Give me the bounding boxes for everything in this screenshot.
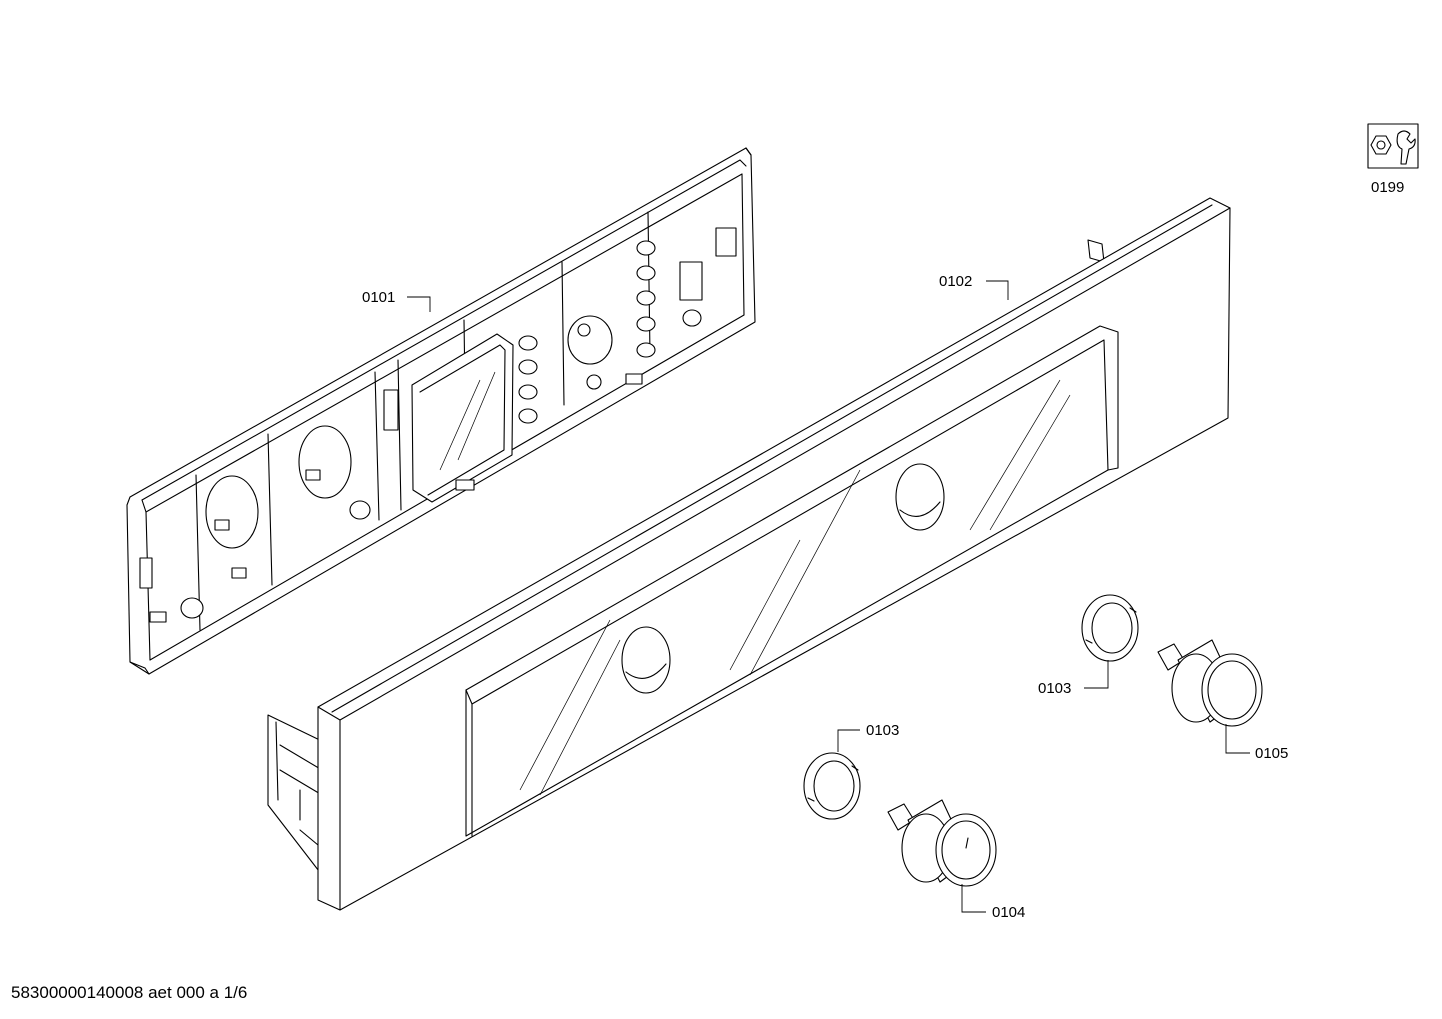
label-ring-lower: 0103 [866, 722, 899, 739]
label-knob-lower: 0104 [992, 904, 1025, 921]
drawing-code: 58300000140008 aet 000 a 1/6 [11, 983, 247, 1002]
trim-ring-lower-part [803, 752, 861, 820]
label-tool: 0199 [1371, 179, 1404, 196]
control-knob-lower-part [887, 799, 997, 887]
label-panel: 0102 [939, 273, 972, 290]
button-stub-group [518, 240, 656, 424]
label-frame: 0101 [362, 289, 395, 306]
wrench-hex-icon [1367, 123, 1419, 169]
control-knob-upper-part [1157, 639, 1263, 727]
front-panel-part [267, 197, 1231, 911]
label-knob-upper: 0105 [1255, 745, 1288, 762]
trim-ring-upper-part [1081, 594, 1139, 662]
control-frame-part [126, 147, 756, 675]
label-ring-upper: 0103 [1038, 680, 1071, 697]
leader-lines [407, 280, 1250, 913]
